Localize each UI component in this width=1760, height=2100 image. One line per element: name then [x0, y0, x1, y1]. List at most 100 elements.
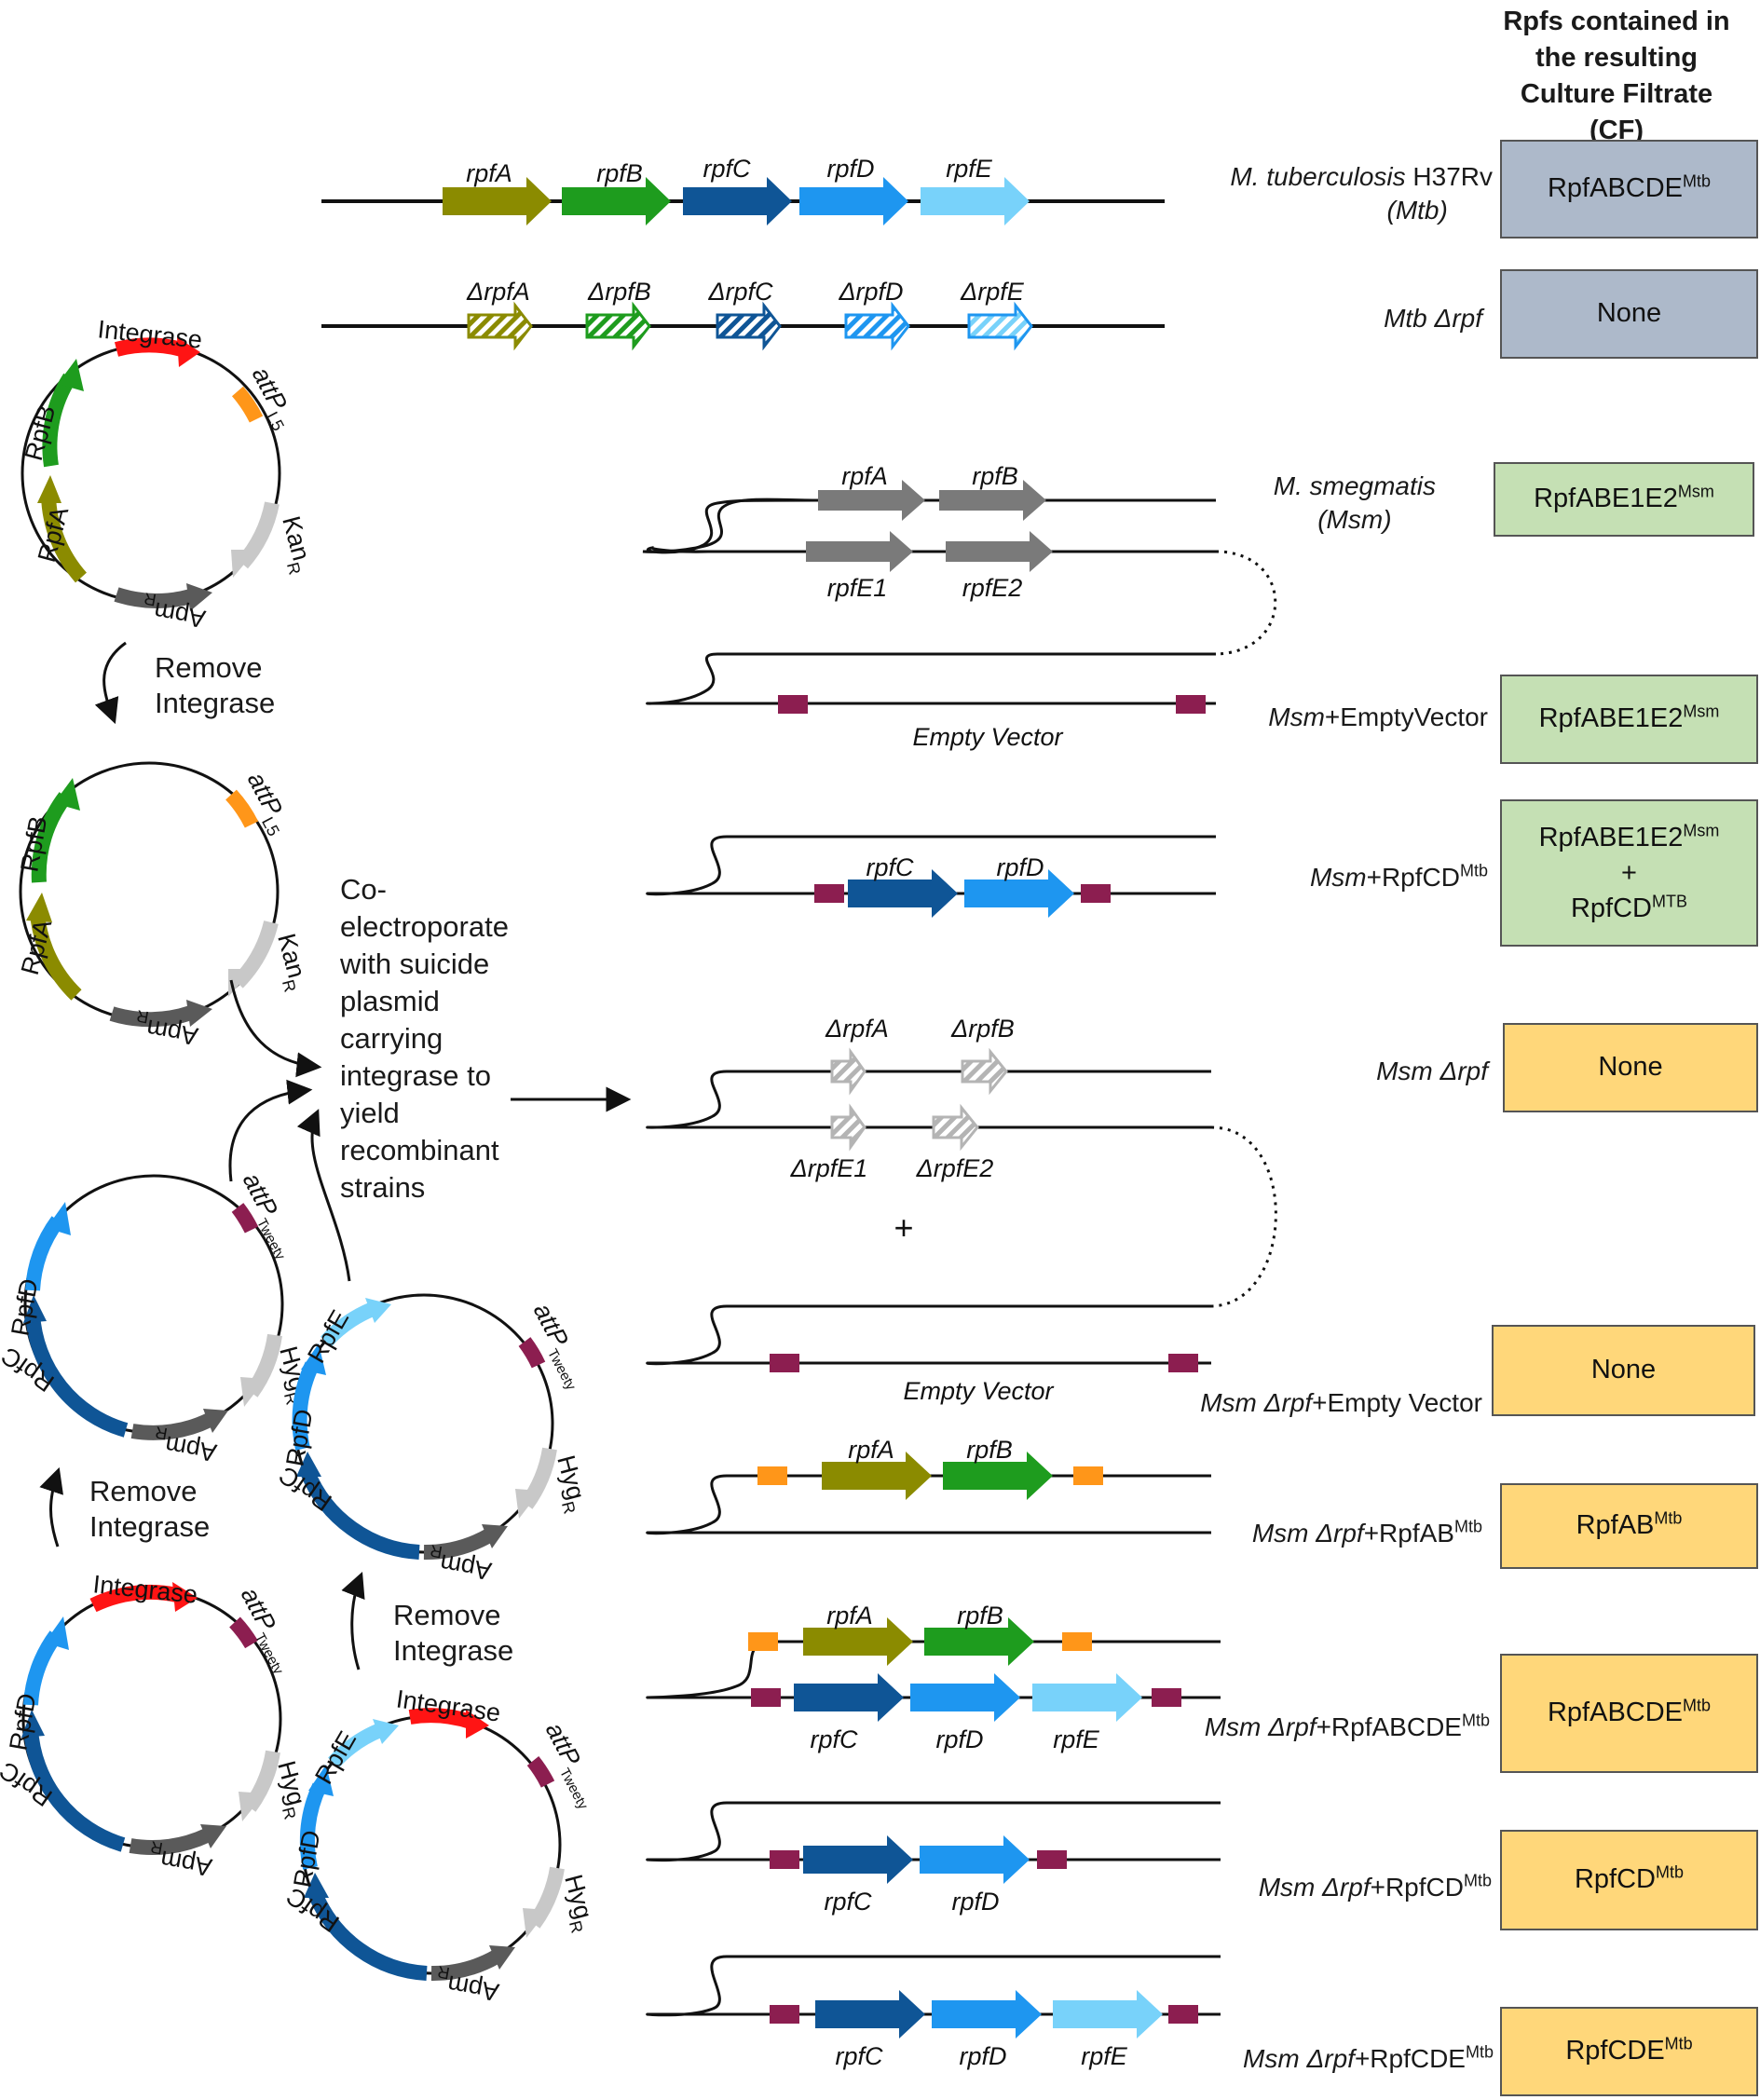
rpfab-rpfB-label: rpfB [966, 1436, 1013, 1464]
mtb-rpfD-label: rpfD [826, 155, 874, 183]
p4-rpfC-label: RpfC [0, 1756, 57, 1812]
delcde-rpfC-arrow [815, 1990, 925, 2039]
mtb-del-rpfB-label: ΔrpfB [587, 278, 651, 306]
mtb-del-rpfE-label: ΔrpfE [960, 278, 1025, 306]
strain-label-msm-del-ev: Msm Δrpf+Empty Vector [1200, 1388, 1482, 1417]
rpfabcde-rpfD-label: rpfD [935, 1725, 983, 1753]
delcde-rpfC-label: rpfC [835, 2042, 883, 2070]
cf-header-line-2: the resulting [1535, 43, 1698, 73]
msm-rpfcd-rpfD-label: rpfD [996, 853, 1044, 881]
p6-attp-label: attPTweety [535, 1718, 607, 1813]
strain-label-msm-del-rpfab: Msm Δrpf+RpfABMtb [1251, 1517, 1482, 1548]
cf-box-msm-del-ev: None [1492, 1325, 1755, 1416]
arrow-plasmid5-to-coelectroporate [296, 1109, 351, 1282]
delcde-rpfE-label: rpfE [1081, 2042, 1128, 2070]
ev1-label: Empty Vector [912, 723, 1063, 751]
msm-del-rpfA-label: ΔrpfA [825, 1015, 889, 1043]
mtb-del-rpfB-arrow [585, 301, 651, 351]
mtb-rpfC-arrow [683, 177, 792, 225]
msm-rpfE2-arrow [946, 531, 1053, 572]
strain-label-msm-del-rpfcd: Msm Δrpf+RpfCDMtb [1258, 1871, 1492, 1902]
msm-del-rpfE2-arrow [932, 1103, 979, 1152]
msm-del-rpfab-construct: rpfA rpfB [646, 1436, 1211, 1535]
arrow-plasmid3-to-coelectroporate [228, 1079, 313, 1182]
msm-del-rpfE1-label: ΔrpfE1 [790, 1154, 868, 1182]
p5-rpfD-label: RpfD [280, 1407, 318, 1468]
strain-label-mtb-del: Mtb Δrpf [1384, 304, 1482, 333]
cf-header-line-3: Culture Filtrate [1520, 79, 1713, 109]
rpfabcde-rpfB-arrow [924, 1617, 1034, 1666]
strain-label-msm-wt: M. smegmatis (Msm) [1273, 471, 1436, 534]
cf-box-mtb-del: None [1500, 269, 1758, 359]
mtb-rpfE-label: rpfE [946, 155, 993, 183]
rpfab-rpfB-arrow [943, 1452, 1053, 1500]
cf-box-msm-ev: RpfABE1E2Msm [1500, 675, 1758, 764]
msm-del-rpfE1-arrow [830, 1103, 866, 1152]
mtb-rpfB-arrow [562, 177, 671, 225]
delcde-right-att [1168, 2005, 1198, 2024]
arrow-remove-integrase-3 [341, 1571, 365, 1670]
cf-box-msm-rpfcd: RpfABE1E2Msm + RpfCDMTB [1500, 799, 1758, 947]
step-coelectroporate: Co- electroporate with suicide plasmid c… [340, 873, 509, 1204]
cf-column-header: Rpfs contained in the resulting Culture … [1472, 4, 1760, 149]
p2-kan-label: KanR [266, 931, 314, 994]
msm-rpfcd-rpfD-arrow [964, 869, 1074, 918]
msm-rpfB-label: rpfB [972, 462, 1018, 490]
rpfabcde-cde-right-att [1152, 1688, 1181, 1707]
msm-del-rpfA-arrow [830, 1047, 866, 1096]
p2-rpfB-label: RpfB [15, 814, 52, 874]
p1-integrase-label: Integrase [96, 315, 203, 354]
rpfabcde-rpfA-label: rpfA [826, 1602, 873, 1630]
strain-label-mtb-wt: M. tuberculosis H37Rv (Mtb) [1230, 162, 1493, 225]
msm-del-genome: ΔrpfA ΔrpfB ΔrpfE1 ΔrpfE2 + Empty Vector [646, 1015, 1277, 1405]
delcde-rpfE-arrow [1053, 1990, 1163, 2039]
delcd-rpfD-label: rpfD [951, 1888, 999, 1916]
p6-hyg-label: HygR [553, 1872, 601, 1935]
mtb-del-rpfC-arrow [716, 301, 782, 351]
p5-hyg-label: HygR [546, 1452, 593, 1516]
p3-rpfC-label: RpfC [0, 1342, 59, 1398]
mtb-rpfB-label: rpfB [596, 159, 643, 187]
arrow-remove-integrase-2 [39, 1466, 63, 1548]
msm-del-rpfcde-construct: rpfC rpfD rpfE [646, 1955, 1221, 2070]
mtb-rpfA-arrow [443, 177, 552, 225]
rpfabcde-rpfB-label: rpfB [957, 1602, 1003, 1630]
plasmid-tweety-cd-integrase: Integrase attPTweety HygR ApmR RpfC RpfD [0, 1570, 311, 1881]
mtb-rpfA-label: rpfA [466, 159, 512, 187]
msm-rpfB-arrow [939, 480, 1046, 521]
msm-rpfE1-label: rpfE1 [827, 574, 888, 602]
mtb-del-rpfD-label: ΔrpfD [838, 278, 903, 306]
msm-rpfcd-right-att [1081, 884, 1111, 903]
rpfabcde-ab-right-att [1062, 1632, 1092, 1651]
mtb-rpfD-arrow [799, 177, 908, 225]
plasmid-l5-integrase: Integrase attPL5 KanR ApmR RpfA RpfB [20, 315, 319, 633]
msm-rpfE2-label: rpfE2 [962, 574, 1023, 602]
delcd-rpfD-arrow [920, 1835, 1030, 1884]
msm-rpfA-label: rpfA [841, 462, 888, 490]
mtb-rpfC-label: rpfC [703, 155, 751, 183]
mtb-del-genome: ΔrpfA ΔrpfB ΔrpfC ΔrpfD ΔrpfE [321, 278, 1165, 351]
cf-box-msm-del-rpfab: RpfABMtb [1500, 1483, 1758, 1569]
cf-box-msm-del-rpfcd: RpfCDMtb [1500, 1830, 1758, 1930]
rpfabcde-rpfC-label: rpfC [810, 1725, 858, 1753]
msm-del-rpfE2-label: ΔrpfE2 [916, 1154, 994, 1182]
mtb-del-rpfD-arrow [844, 301, 910, 351]
delcd-right-att [1037, 1850, 1067, 1869]
p1-kan-label: KanR [271, 513, 319, 577]
msm-rpfE1-arrow [806, 531, 913, 572]
strain-label-msm-del: Msm Δrpf [1376, 1057, 1488, 1085]
rpfabcde-rpfE-arrow [1032, 1673, 1142, 1722]
strain-label-msm-ev: Msm+EmptyVector [1268, 702, 1488, 731]
p6-rpfD-label: RpfD [288, 1828, 325, 1889]
msm-rpfA-arrow [818, 480, 925, 521]
ev2-label: Empty Vector [903, 1377, 1054, 1405]
mtb-del-rpfE-arrow [967, 301, 1033, 351]
msm-del-rpfcd-construct: rpfC rpfD [646, 1801, 1221, 1916]
rpfabcde-rpfA-arrow [803, 1617, 913, 1666]
cf-box-msm-wt: RpfABE1E2Msm [1494, 462, 1754, 537]
step-remove-integrase-2: Remove Integrase [89, 1475, 211, 1543]
rpfabcde-ab-left-att [748, 1632, 778, 1651]
plasmid-tweety-cde: attPTweety HygR ApmR RpfC RpfD RpfE [274, 1293, 593, 1586]
